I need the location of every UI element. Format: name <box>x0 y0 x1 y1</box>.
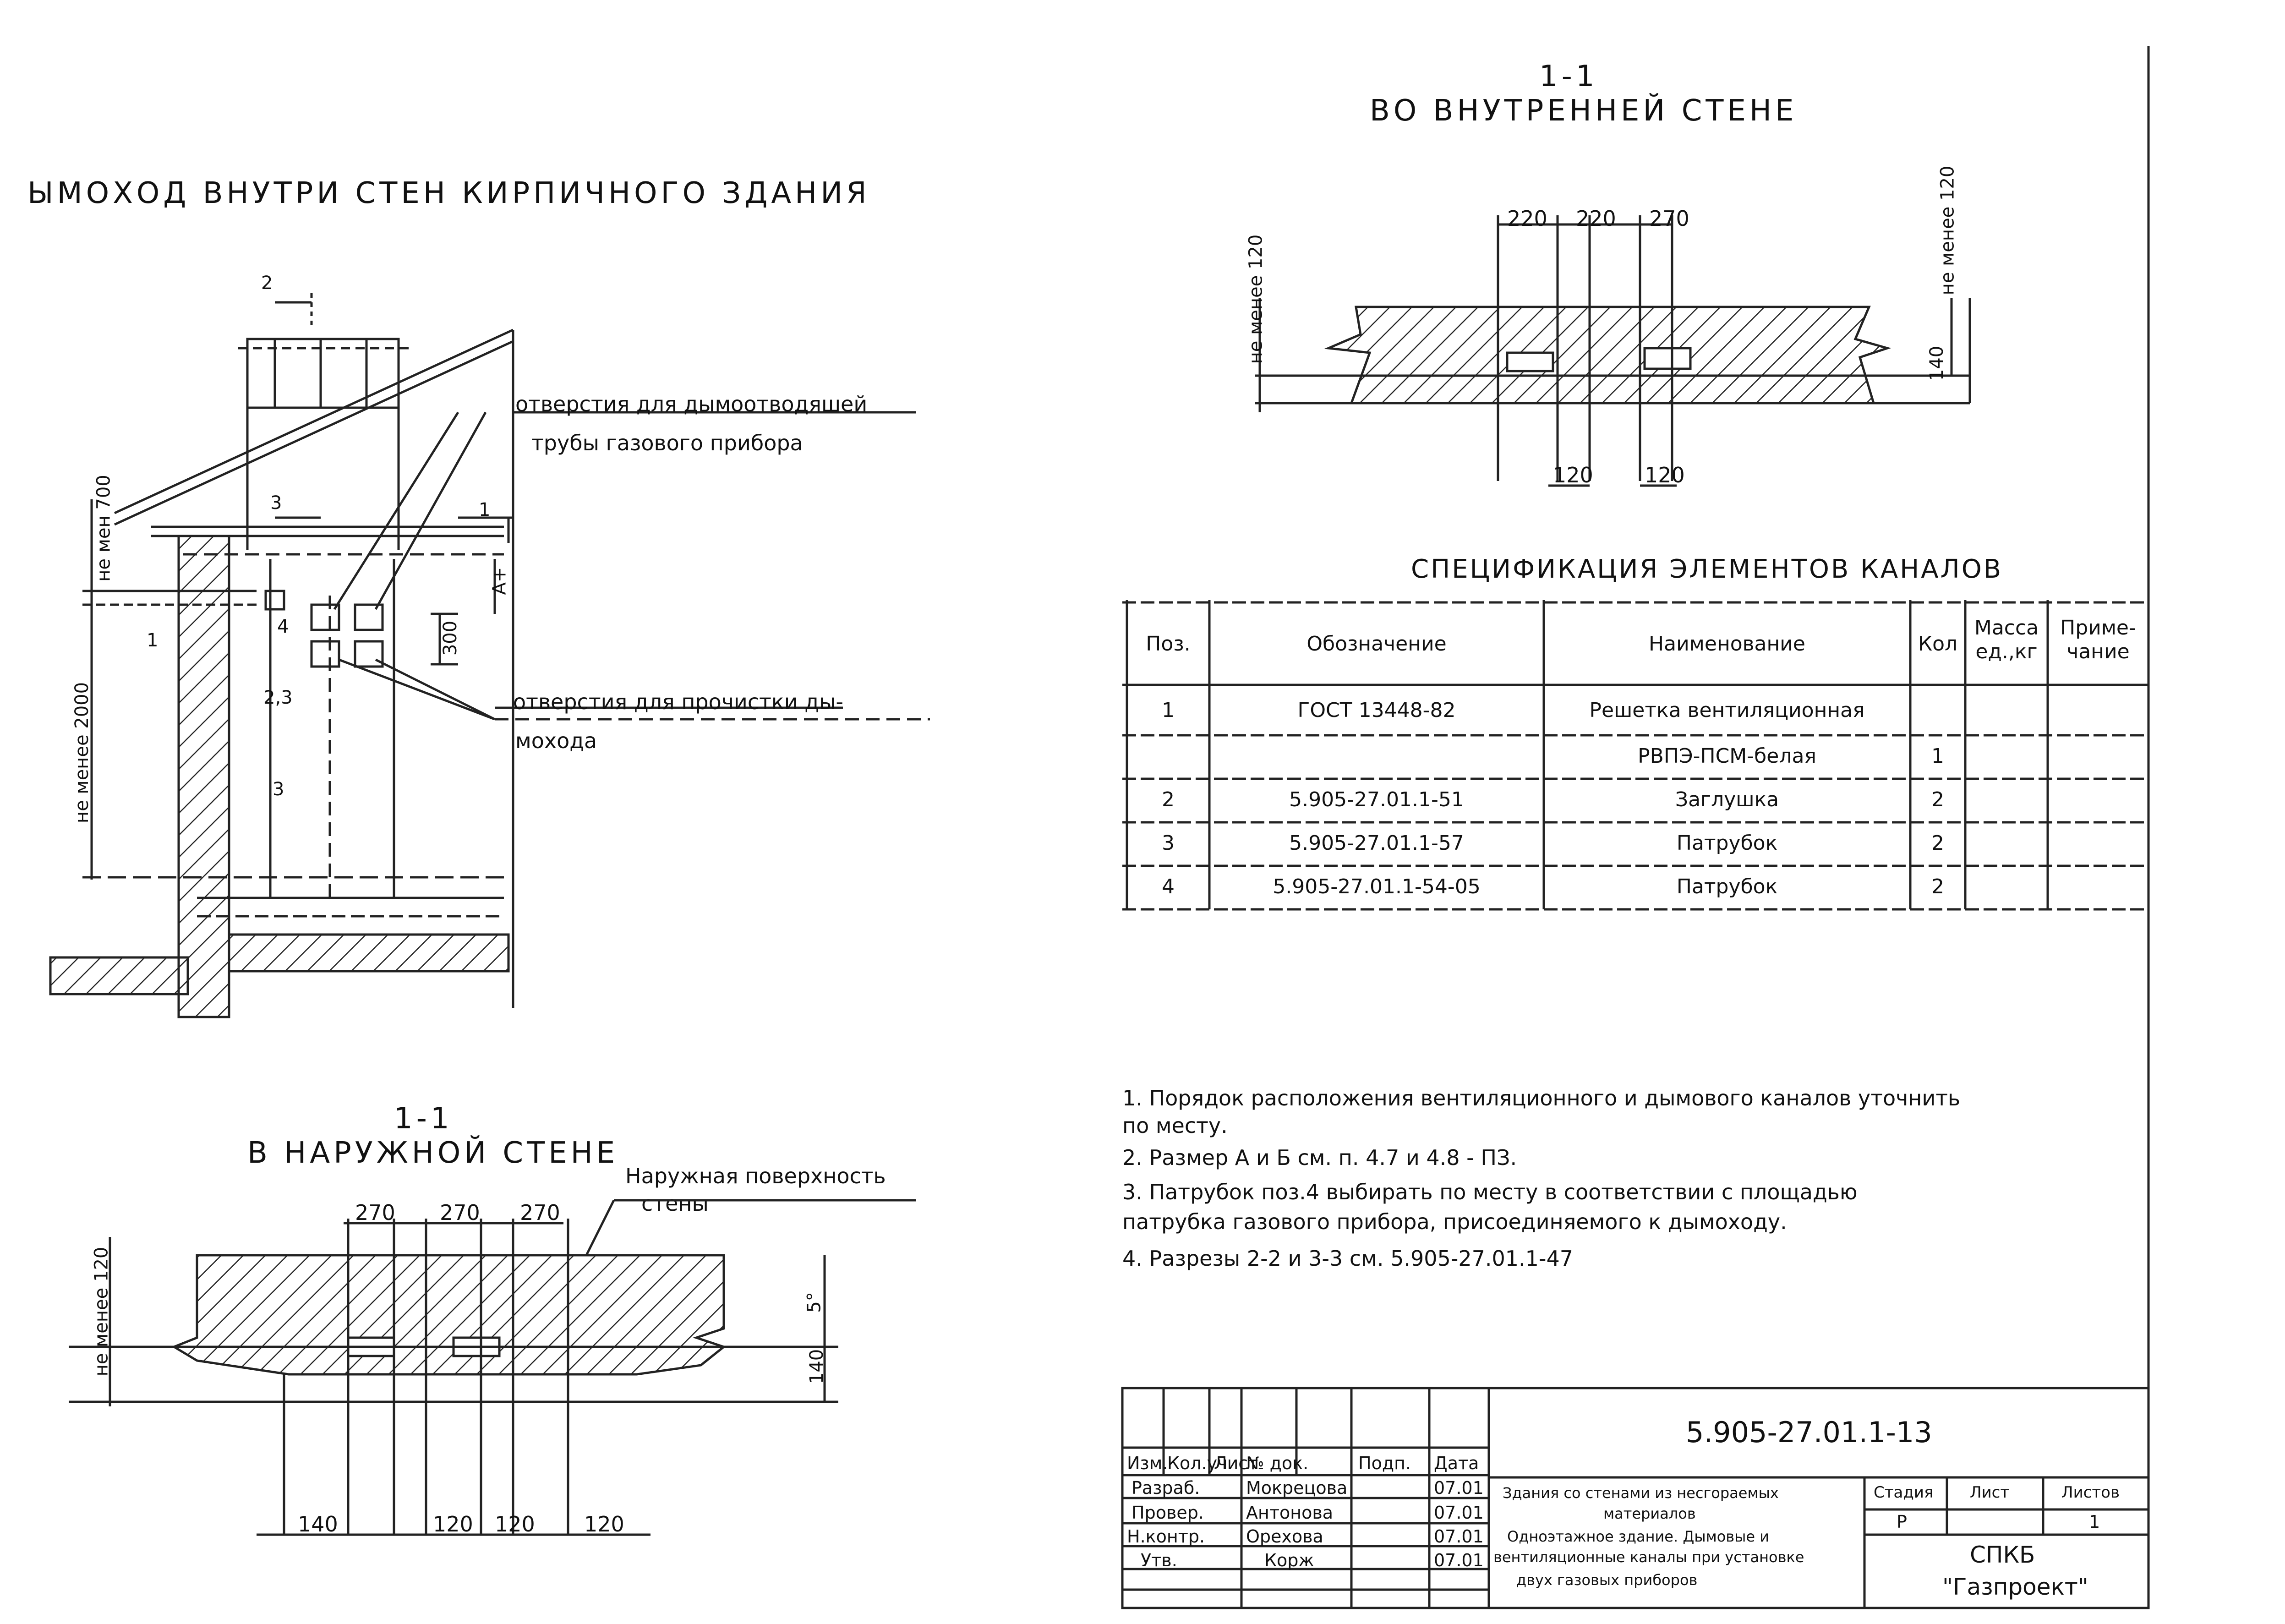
note-1: 1. Порядок расположения вентиляционного … <box>1122 1086 1961 1110</box>
mark-3-lower: 3 <box>273 779 284 800</box>
inner-dim-top-3: 270 <box>1649 206 1689 231</box>
outer-dim-top-2: 270 <box>440 1200 480 1225</box>
spec-row4-name: Патрубок <box>1676 831 1778 855</box>
spec-head-qty: Кол <box>1918 632 1958 656</box>
tb-sheets-head: Листов <box>2061 1483 2120 1502</box>
outer-dim-bottom-4: 120 <box>584 1512 624 1537</box>
spec-row4-pos: 3 <box>1162 831 1175 855</box>
surface-label-2: стены <box>641 1191 709 1216</box>
tb-date-4: 07.01 <box>1434 1550 1484 1570</box>
tb-head-doc: № док. <box>1246 1453 1309 1473</box>
tb-role-4: Утв. <box>1141 1550 1177 1570</box>
tb-desc-2: материалов <box>1603 1505 1696 1522</box>
tb-stage-head: Стадия <box>1874 1483 1934 1502</box>
spec-row5-name: Патрубок <box>1676 875 1778 898</box>
spec-head-note: Приме- чание <box>2060 616 2136 663</box>
spec-row5-pos: 4 <box>1162 875 1175 898</box>
inner-dim-top-1: 220 <box>1507 206 1547 231</box>
mark-2-3: 2,3 <box>263 687 293 708</box>
spec-row4-qty: 2 <box>1931 831 1944 855</box>
tb-name-1: Мокрецова <box>1246 1478 1348 1498</box>
tb-head-izm: Изм. <box>1127 1453 1168 1473</box>
spec-row2-name: РВПЭ-ПСМ-белая <box>1638 744 1816 768</box>
tb-date-3: 07.01 <box>1434 1526 1484 1547</box>
spec-head-pos: Поз. <box>1146 632 1191 656</box>
spec-title: СПЕЦИФИКАЦИЯ ЭЛЕМЕНТОВ КАНАЛОВ <box>1411 554 2003 584</box>
note-1b: по месту. <box>1122 1113 1228 1138</box>
mark-1-right: 1 <box>479 499 491 520</box>
label-hole-line1: отверстия для дымоотводяшей <box>515 392 868 416</box>
section-inner-title: ВО ВНУТРЕННЕЙ СТЕНЕ <box>1370 94 1798 128</box>
outer-dim-top-3: 270 <box>520 1200 560 1225</box>
tb-role-2: Провер. <box>1132 1503 1204 1523</box>
tb-role-1: Разраб. <box>1132 1478 1200 1498</box>
tb-desc-3: Одноэтажное здание. Дымовые и <box>1507 1528 1770 1545</box>
tb-sheet-head: Лист <box>1970 1483 2010 1502</box>
inner-dim-top-2: 220 <box>1576 206 1616 231</box>
tb-name-3: Орехова <box>1246 1526 1323 1547</box>
tb-desc-5: двух газовых приборов <box>1516 1571 1698 1589</box>
outer-dim-top-1: 270 <box>355 1200 395 1225</box>
outer-dim-bottom-1: 140 <box>298 1512 338 1537</box>
tb-name-4: Корж <box>1264 1550 1314 1570</box>
tb-stage: Р <box>1897 1512 1907 1532</box>
mark-4: 4 <box>277 616 289 637</box>
note-3b: патрубка газового прибора, присоединяемо… <box>1122 1209 1787 1234</box>
spec-head-name: Наименование <box>1649 632 1805 656</box>
note-2: 2. Размер А и Б см. п. 4.7 и 4.8 - ПЗ. <box>1122 1145 1517 1170</box>
note-3: 3. Патрубок поз.4 выбирать по месту в со… <box>1122 1180 1858 1204</box>
tb-desc-4: вентиляционные каналы при установке <box>1493 1548 1804 1566</box>
label-hole-line2: трубы газового прибора <box>531 431 803 455</box>
spec-row1-pos: 1 <box>1162 699 1175 722</box>
spec-row5-des: 5.905-27.01.1-54-05 <box>1273 875 1481 898</box>
label-clean-line1: отверстия для прочистки ды- <box>513 689 843 714</box>
tb-role-3: Н.контр. <box>1127 1526 1205 1547</box>
spec-row4-des: 5.905-27.01.1-57 <box>1289 831 1464 855</box>
tb-sheets: 1 <box>2089 1512 2100 1532</box>
mark-2: 2 <box>261 273 273 294</box>
tb-org-2: "Газпроект" <box>1942 1574 2088 1600</box>
mark-3: 3 <box>270 492 282 514</box>
spec-row3-pos: 2 <box>1162 788 1175 811</box>
spec-row5-qty: 2 <box>1931 875 1944 898</box>
section-outer-title: В НАРУЖНОЙ СТЕНЕ <box>247 1136 619 1170</box>
spec-row1-des: ГОСТ 13448-82 <box>1297 699 1456 722</box>
spec-row3-des: 5.905-27.01.1-51 <box>1289 788 1464 811</box>
tb-desc-1: Здания со стенами из несгораемых <box>1503 1484 1779 1502</box>
tb-head-date: Дата <box>1434 1453 1479 1473</box>
inner-dim-bottom-1: 120 <box>1553 463 1593 487</box>
note-4: 4. Разрезы 2-2 и 3-3 см. 5.905-27.01.1-4… <box>1122 1246 1574 1271</box>
tb-org-1: СПКБ <box>1970 1542 2035 1568</box>
section-inner-num: 1-1 <box>1539 60 1598 93</box>
spec-head-designation: Обозначение <box>1306 632 1447 656</box>
tb-name-2: Антонова <box>1246 1503 1333 1523</box>
tb-date-1: 07.01 <box>1434 1478 1484 1498</box>
outer-dim-bottom-2: 120 <box>433 1512 473 1537</box>
label-clean-line2: мохода <box>515 728 597 753</box>
tb-date-2: 07.01 <box>1434 1503 1484 1523</box>
spec-head-mass: Масса ед.,кг <box>1974 616 2039 663</box>
tb-head-kol: Кол.уч <box>1167 1453 1228 1473</box>
drawing-title: ЫМОХОД ВНУТРИ СТЕН КИРПИЧНОГО ЗДАНИЯ <box>27 176 870 210</box>
tb-head-sign: Подп. <box>1358 1453 1411 1473</box>
mark-1-left: 1 <box>147 630 159 651</box>
section-outer-num: 1-1 <box>394 1102 453 1136</box>
spec-row2-qty: 1 <box>1931 744 1944 768</box>
tb-head-list: Лист <box>1214 1453 1258 1473</box>
inner-dim-bottom-2: 120 <box>1645 463 1685 487</box>
surface-label-1: Наружная поверхность <box>625 1164 886 1188</box>
spec-row1-name: Решетка вентиляционная <box>1589 699 1865 722</box>
title-block-code: 5.905-27.01.1-13 <box>1686 1416 1932 1449</box>
outer-dim-bottom-3: 120 <box>495 1512 535 1537</box>
spec-row3-name: Заглушка <box>1675 788 1779 811</box>
spec-row3-qty: 2 <box>1931 788 1944 811</box>
